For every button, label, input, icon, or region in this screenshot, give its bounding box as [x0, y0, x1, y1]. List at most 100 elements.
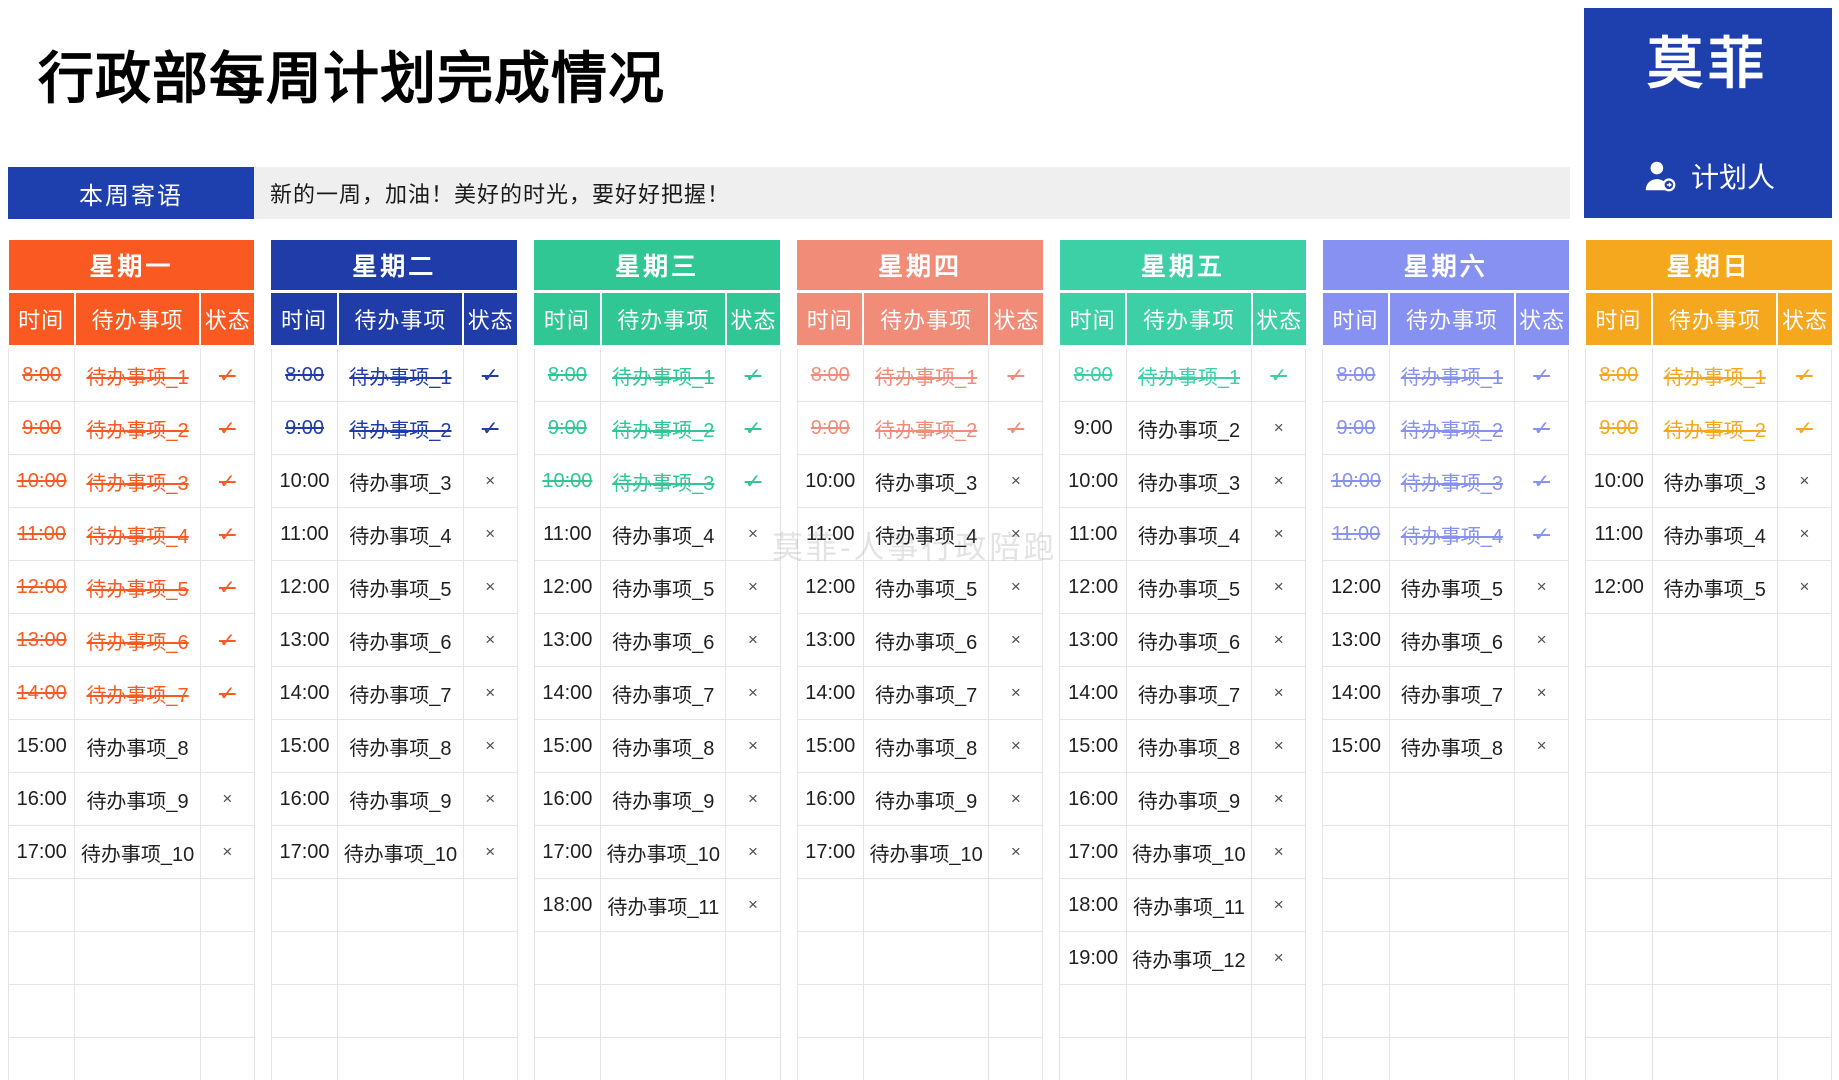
time-cell[interactable]: 18:00: [1059, 878, 1127, 932]
time-cell[interactable]: [1322, 878, 1390, 932]
time-cell[interactable]: 16:00: [270, 772, 339, 826]
task-cell[interactable]: 待办事项_5: [337, 560, 464, 614]
time-cell[interactable]: [1585, 931, 1653, 985]
task-cell[interactable]: 待办事项_6: [600, 613, 727, 667]
time-cell[interactable]: 13:00: [796, 613, 864, 667]
task-cell[interactable]: [1125, 984, 1253, 1038]
task-cell[interactable]: 待办事项_2: [600, 401, 727, 455]
task-cell[interactable]: 待办事项_5: [1125, 560, 1253, 614]
time-cell[interactable]: [270, 1037, 339, 1080]
status-cell[interactable]: ✓: [462, 346, 518, 402]
time-cell[interactable]: [7, 1037, 76, 1080]
status-cell[interactable]: [1776, 931, 1833, 985]
status-cell[interactable]: ×: [462, 560, 518, 614]
time-cell[interactable]: 8:00: [796, 346, 864, 402]
status-cell[interactable]: ✓: [199, 401, 255, 455]
status-cell[interactable]: [1776, 878, 1833, 932]
task-cell[interactable]: 待办事项_1: [337, 346, 464, 402]
time-cell[interactable]: [1585, 772, 1653, 826]
status-cell[interactable]: ×: [1251, 719, 1307, 773]
time-cell[interactable]: 11:00: [1059, 507, 1127, 561]
time-cell[interactable]: 16:00: [7, 772, 76, 826]
time-cell[interactable]: 8:00: [1059, 346, 1127, 402]
status-cell[interactable]: [1776, 666, 1833, 720]
status-cell[interactable]: ✓: [988, 401, 1044, 455]
task-cell[interactable]: 待办事项_6: [1125, 613, 1253, 667]
task-cell[interactable]: 待办事项_10: [600, 825, 727, 879]
task-cell[interactable]: 待办事项_9: [862, 772, 990, 826]
status-cell[interactable]: ✓: [1514, 454, 1570, 508]
time-cell[interactable]: 13:00: [7, 613, 76, 667]
status-cell[interactable]: ✓: [1776, 401, 1833, 455]
task-cell[interactable]: 待办事项_1: [1651, 346, 1778, 402]
task-cell[interactable]: 待办事项_11: [1125, 878, 1253, 932]
status-cell[interactable]: ×: [1251, 454, 1307, 508]
task-cell[interactable]: [1125, 1037, 1253, 1080]
status-cell[interactable]: [1251, 984, 1307, 1038]
status-cell[interactable]: ×: [1251, 931, 1307, 985]
status-cell[interactable]: ×: [725, 613, 781, 667]
task-cell[interactable]: 待办事项_5: [600, 560, 727, 614]
task-cell[interactable]: [1388, 772, 1516, 826]
time-cell[interactable]: 12:00: [270, 560, 339, 614]
task-cell[interactable]: [600, 984, 727, 1038]
time-cell[interactable]: [7, 931, 76, 985]
time-cell[interactable]: 11:00: [1322, 507, 1390, 561]
status-cell[interactable]: ✓: [725, 401, 781, 455]
task-cell[interactable]: 待办事项_6: [1388, 613, 1516, 667]
task-cell[interactable]: 待办事项_7: [74, 666, 201, 720]
status-cell[interactable]: ×: [1776, 507, 1833, 561]
time-cell[interactable]: [796, 984, 864, 1038]
status-cell[interactable]: [199, 931, 255, 985]
status-cell[interactable]: ×: [1514, 666, 1570, 720]
task-cell[interactable]: [862, 878, 990, 932]
task-cell[interactable]: 待办事项_4: [1651, 507, 1778, 561]
status-cell[interactable]: ×: [199, 825, 255, 879]
time-cell[interactable]: 14:00: [796, 666, 864, 720]
status-cell[interactable]: [199, 984, 255, 1038]
time-cell[interactable]: [1059, 984, 1127, 1038]
task-cell[interactable]: 待办事项_1: [1125, 346, 1253, 402]
task-cell[interactable]: 待办事项_8: [1125, 719, 1253, 773]
status-cell[interactable]: [1514, 1037, 1570, 1080]
time-cell[interactable]: 13:00: [1059, 613, 1127, 667]
time-cell[interactable]: 17:00: [796, 825, 864, 879]
time-cell[interactable]: 10:00: [533, 454, 602, 508]
status-cell[interactable]: [1776, 613, 1833, 667]
time-cell[interactable]: 16:00: [533, 772, 602, 826]
time-cell[interactable]: 11:00: [7, 507, 76, 561]
status-cell[interactable]: ×: [988, 560, 1044, 614]
status-cell[interactable]: ✓: [199, 560, 255, 614]
task-cell[interactable]: [862, 931, 990, 985]
time-cell[interactable]: 10:00: [7, 454, 76, 508]
status-cell[interactable]: [462, 1037, 518, 1080]
status-cell[interactable]: [1514, 931, 1570, 985]
time-cell[interactable]: [270, 931, 339, 985]
status-cell[interactable]: [1514, 878, 1570, 932]
time-cell[interactable]: 8:00: [7, 346, 76, 402]
task-cell[interactable]: 待办事项_4: [74, 507, 201, 561]
task-cell[interactable]: [1651, 984, 1778, 1038]
task-cell[interactable]: [1388, 878, 1516, 932]
time-cell[interactable]: 10:00: [1322, 454, 1390, 508]
time-cell[interactable]: [1322, 825, 1390, 879]
status-cell[interactable]: ×: [1251, 613, 1307, 667]
status-cell[interactable]: ×: [725, 560, 781, 614]
time-cell[interactable]: 17:00: [7, 825, 76, 879]
time-cell[interactable]: 15:00: [1059, 719, 1127, 773]
time-cell[interactable]: [796, 931, 864, 985]
task-cell[interactable]: 待办事项_2: [1125, 401, 1253, 455]
task-cell[interactable]: 待办事项_8: [862, 719, 990, 773]
task-cell[interactable]: 待办事项_3: [862, 454, 990, 508]
time-cell[interactable]: [1322, 1037, 1390, 1080]
task-cell[interactable]: 待办事项_8: [600, 719, 727, 773]
task-cell[interactable]: 待办事项_4: [862, 507, 990, 561]
task-cell[interactable]: 待办事项_5: [74, 560, 201, 614]
status-cell[interactable]: [1776, 719, 1833, 773]
status-cell[interactable]: ×: [725, 772, 781, 826]
status-cell[interactable]: ✓: [199, 346, 255, 402]
time-cell[interactable]: [796, 878, 864, 932]
time-cell[interactable]: [7, 878, 76, 932]
status-cell[interactable]: ×: [725, 507, 781, 561]
task-cell[interactable]: 待办事项_10: [1125, 825, 1253, 879]
